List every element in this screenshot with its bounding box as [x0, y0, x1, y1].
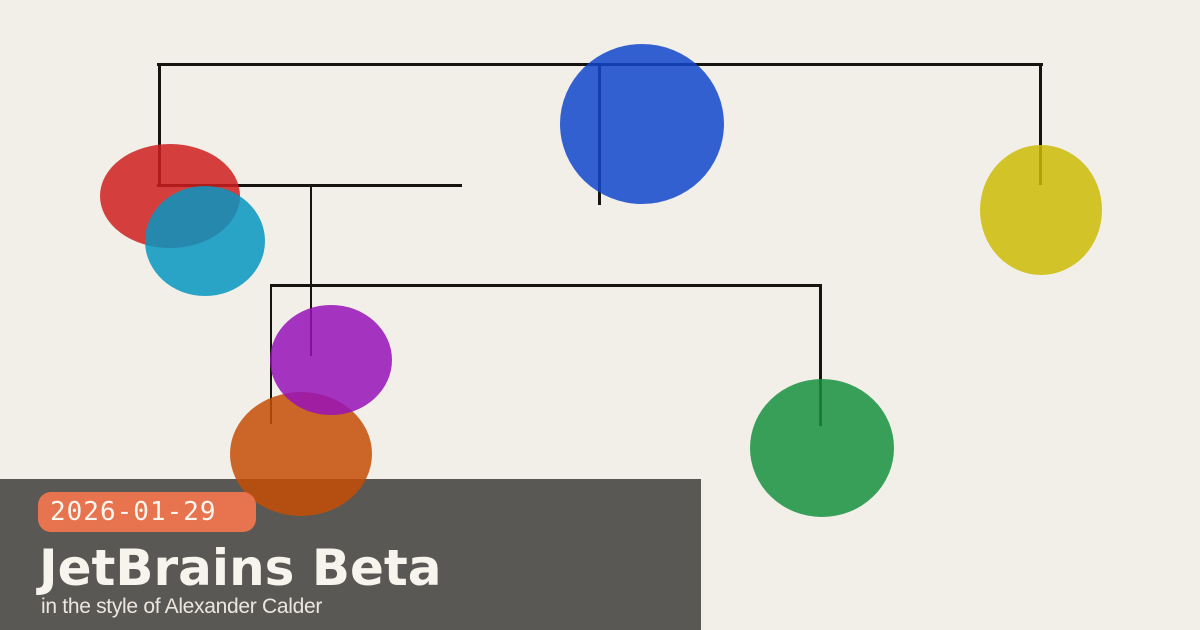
mobile-arm-mid-bar	[270, 284, 822, 287]
date-badge: 2026-01-29	[38, 492, 256, 532]
cover-subtitle: in the style of Alexander Calder	[41, 595, 323, 618]
mobile-arm-upper-arm	[157, 184, 462, 187]
mobile-arm-left-drop	[158, 63, 161, 187]
cover-title: JetBrains Beta	[39, 539, 442, 597]
footer-content: 2026-01-29 JetBrains Beta in the style o…	[0, 479, 701, 630]
mobile-disc-green	[750, 379, 894, 517]
mobile-disc-blue	[560, 44, 724, 204]
mobile-arm-purple-drop	[310, 184, 312, 356]
mobile-arm-green-drop	[819, 284, 822, 426]
mobile-disc-purple	[270, 305, 392, 415]
mobile-arm-yellow-drop	[1039, 63, 1042, 185]
mobile-disc-teal	[145, 186, 265, 296]
mobile-disc-yellow	[980, 145, 1102, 275]
